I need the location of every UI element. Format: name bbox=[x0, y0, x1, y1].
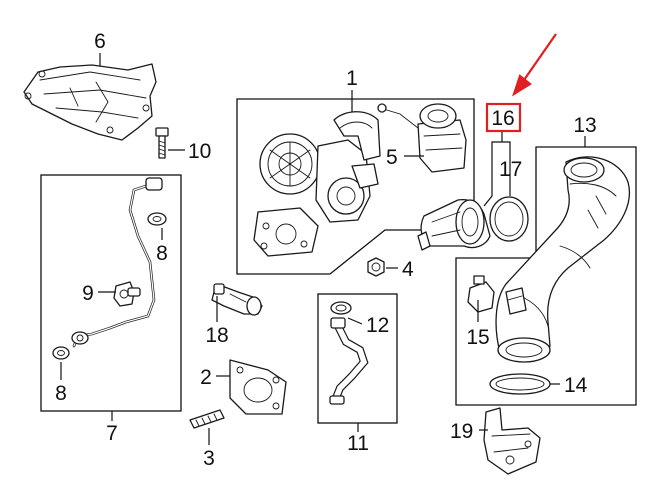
callout-16: 16 bbox=[491, 107, 514, 130]
red-arrow-icon bbox=[511, 33, 557, 97]
return-gasket-part bbox=[330, 301, 352, 315]
callout-8-upper: 8 bbox=[156, 242, 168, 265]
heat-shield-part bbox=[23, 63, 157, 141]
highlight-box-16 bbox=[485, 102, 522, 133]
callout-9: 9 bbox=[82, 282, 94, 305]
callout-15: 15 bbox=[466, 326, 489, 349]
callout-19: 19 bbox=[450, 420, 473, 443]
o-ring-part-17 bbox=[489, 196, 529, 242]
callout-18: 18 bbox=[205, 324, 228, 347]
intake-sensor-part bbox=[467, 275, 527, 315]
group-frame-1 bbox=[236, 98, 475, 275]
gasket-part bbox=[229, 359, 287, 415]
charge-air-pipe-part bbox=[495, 156, 630, 363]
callout-5: 5 bbox=[386, 146, 398, 169]
oil-feed-line-part bbox=[71, 177, 163, 348]
leader-16 bbox=[483, 132, 511, 207]
callout-12: 12 bbox=[366, 314, 389, 337]
washer-part-8-lower bbox=[52, 346, 70, 360]
turbocharger-part bbox=[253, 111, 381, 257]
callout-3: 3 bbox=[203, 447, 215, 470]
callout-11: 11 bbox=[347, 432, 369, 455]
leader-12 bbox=[347, 317, 363, 325]
stud-part bbox=[189, 409, 225, 429]
callout-6: 6 bbox=[94, 30, 106, 53]
o-ring-large-part bbox=[489, 373, 551, 395]
pressure-sensor-part bbox=[211, 283, 263, 316]
callout-2: 2 bbox=[200, 366, 212, 389]
wastegate-actuator-part bbox=[377, 103, 467, 173]
nut-part-4 bbox=[367, 257, 385, 277]
callout-17: 17 bbox=[499, 158, 522, 181]
callout-8-lower: 8 bbox=[55, 382, 67, 405]
mount-bracket-part bbox=[483, 407, 541, 475]
washer-part-8-upper bbox=[147, 212, 167, 226]
intake-connector-part bbox=[417, 198, 491, 251]
group-frame-7 bbox=[40, 174, 182, 412]
bolt-part-10 bbox=[155, 127, 169, 159]
callout-13: 13 bbox=[573, 114, 596, 137]
oil-return-line-part bbox=[329, 317, 369, 405]
union-bolt-part bbox=[113, 281, 141, 307]
callout-7: 7 bbox=[106, 422, 118, 445]
callout-1: 1 bbox=[346, 67, 358, 90]
callout-4: 4 bbox=[402, 258, 414, 281]
callout-14: 14 bbox=[564, 374, 588, 397]
callout-10: 10 bbox=[188, 140, 211, 163]
